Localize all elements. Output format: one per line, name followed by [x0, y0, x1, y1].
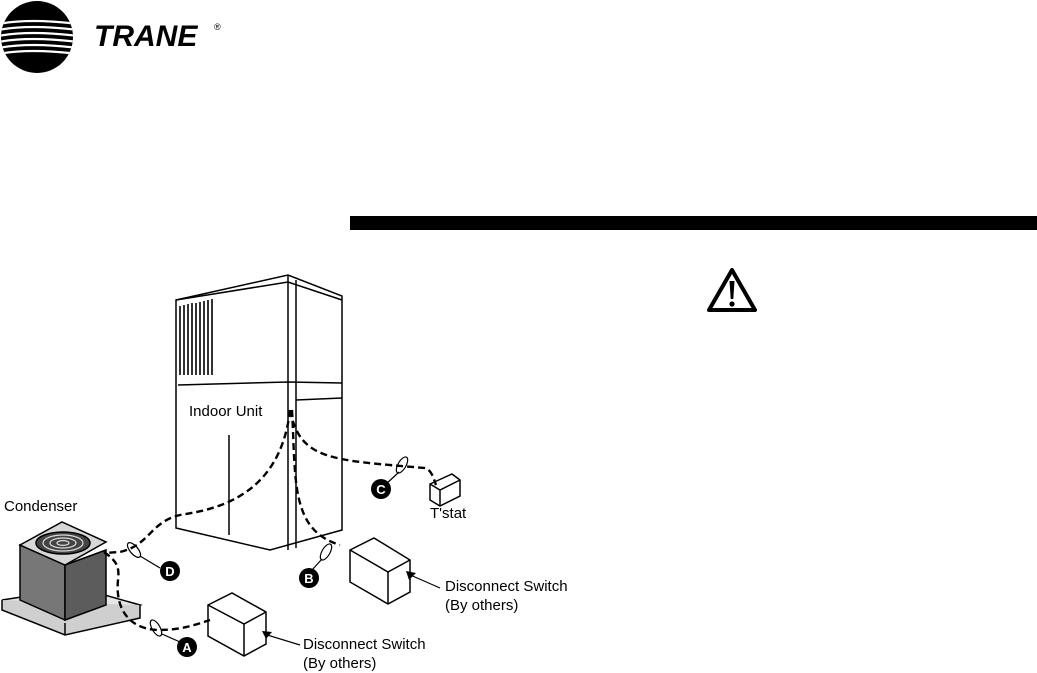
wiring-runs	[103, 409, 438, 632]
marker-a-letter: A	[182, 640, 192, 655]
marker-leaders	[126, 456, 441, 646]
callout-arrows	[262, 571, 416, 639]
wiring-diagram: C B D A Indoor Unit Condenser T'stat Dis…	[0, 260, 600, 673]
condenser-label: Condenser	[4, 498, 78, 515]
disconnect-switch-a-note: (By others)	[303, 655, 377, 672]
registered-mark: ®	[214, 22, 221, 32]
marker-c: C	[371, 479, 391, 499]
tstat-label: T'stat	[430, 505, 467, 522]
marker-b-letter: B	[304, 571, 313, 586]
marker-c-letter: C	[376, 482, 386, 497]
indoor-unit-drawing	[175, 274, 343, 551]
condenser-drawing	[1, 521, 143, 636]
disconnect-switch-a-drawing	[207, 592, 267, 657]
disconnect-switch-b-drawing	[349, 537, 411, 605]
section-rule	[350, 216, 1037, 230]
marker-d-letter: D	[165, 564, 174, 579]
indoor-unit-label: Indoor Unit	[189, 403, 263, 420]
disconnect-switch-b-note: (By others)	[445, 597, 519, 614]
wiring-diagram-art: C B D A	[1, 274, 461, 657]
trane-logo: TRANE ®	[1, 1, 221, 73]
marker-d: D	[160, 561, 180, 581]
thermostat-drawing	[429, 473, 461, 507]
warning-icon	[707, 268, 757, 312]
brand-name: TRANE	[94, 20, 198, 53]
disconnect-switch-b-label: Disconnect Switch	[445, 578, 568, 595]
marker-b: B	[299, 568, 319, 588]
disconnect-switch-a-label: Disconnect Switch	[303, 636, 426, 653]
marker-a: A	[177, 637, 197, 657]
indoor-unit-grille	[179, 299, 213, 375]
